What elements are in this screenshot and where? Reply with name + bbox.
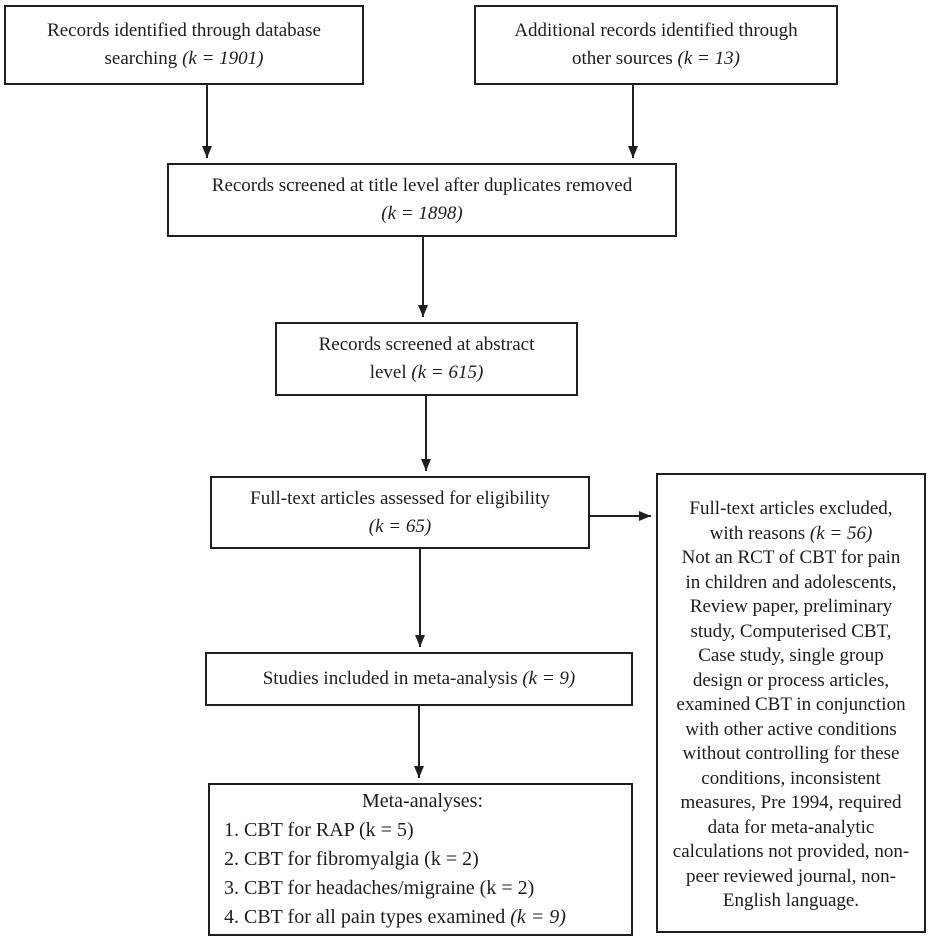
box-text: 1. CBT for RAP (k = 5) [224,819,414,841]
box-text: Studies included in meta-analysis [262,668,523,689]
box-text: 4. CBT for all pain types examined [224,906,511,928]
box-text-line: Full-text articles excluded, [689,497,892,522]
meta-analysis-item: 4. CBT for all pain types examined (k = … [224,903,621,932]
box-text: Records identified through database [47,20,321,41]
box-text: with reasons [709,522,810,544]
box-text-line: searching (k = 1901) [105,45,264,73]
box-text: level [369,362,412,383]
box-fulltext-assessed: Full-text articles assessed for eligibil… [210,476,590,549]
box-records-identified-other-sources: Additional records identified through ot… [474,5,838,85]
box-text: Records screened at title level after du… [211,175,633,196]
box-screened-abstract-level: Records screened at abstract level (k = … [275,322,578,396]
box-text-line: Additional records identified through [514,17,797,45]
k-value: (k = 56) [809,522,873,544]
box-text-line: with reasons (k = 56) [710,522,873,547]
box-text: searching [104,48,183,69]
k-value: (k = 13) [677,48,740,69]
meta-analyses-title: Meta-analyses: [361,790,484,812]
box-text-line: Records screened at title level after du… [212,172,632,200]
meta-analysis-item: 3. CBT for headaches/migraine (k = 2) [224,874,621,903]
k-value: (k = 1898) [381,203,463,224]
box-text: other sources [572,48,678,69]
box-text-line: level (k = 615) [370,359,484,387]
box-text-line: other sources (k = 13) [572,45,740,73]
box-records-identified-database: Records identified through database sear… [4,5,364,85]
k-value: (k = 9) [522,668,576,689]
box-text-line: Records screened at abstract [319,331,535,359]
meta-analysis-item: 2. CBT for fibromyalgia (k = 2) [224,845,621,874]
box-meta-analyses: Meta-analyses: 1. CBT for RAP (k = 5) 2.… [208,783,633,936]
box-text: Full-text articles assessed for eligibil… [250,487,550,509]
box-text-line: Studies included in meta-analysis (k = 9… [263,665,576,693]
k-value: (k = 1901) [182,48,264,69]
k-value: (k = 615) [411,362,484,383]
box-text: Full-text articles excluded, [689,498,893,519]
box-text-line: (k = 65) [369,513,431,541]
box-text-line: Records identified through database [47,17,321,45]
box-text: 3. CBT for headaches/migraine (k = 2) [224,877,535,899]
box-text-line: Full-text articles assessed for eligibil… [250,485,550,513]
box-text-line: (k = 1898) [381,200,462,228]
meta-analysis-item: 1. CBT for RAP (k = 5) [224,816,621,845]
box-text: 2. CBT for fibromyalgia (k = 2) [224,848,479,870]
exclusion-reasons-text: Not an RCT of CBT for pain in children a… [672,547,910,911]
box-studies-included: Studies included in meta-analysis (k = 9… [205,652,633,706]
k-value: (k = 9) [510,906,566,928]
box-text: Additional records identified through [514,20,798,41]
box-screened-title-level: Records screened at title level after du… [167,163,677,237]
box-text: Records screened at abstract [318,334,535,355]
box-fulltext-excluded: Full-text articles excluded, with reason… [656,473,926,933]
k-value: (k = 65) [368,515,432,537]
